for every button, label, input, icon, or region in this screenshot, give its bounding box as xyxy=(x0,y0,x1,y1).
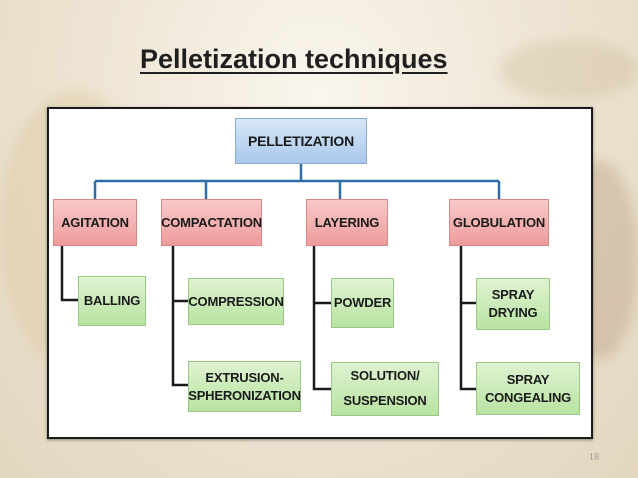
node-spray-congealing: SPRAY CONGEALING xyxy=(476,362,580,415)
connector xyxy=(60,246,78,302)
node-agitation: AGITATION xyxy=(53,199,137,246)
node-extrusion-spheronization: EXTRUSION- SPHERONIZATION xyxy=(188,361,301,412)
connector xyxy=(312,246,331,391)
connector xyxy=(459,246,476,391)
node-spray-drying: SPRAY DRYING xyxy=(476,278,550,330)
node-layering: LAYERING xyxy=(306,199,388,246)
node-compactation: COMPACTATION xyxy=(161,199,262,246)
connector xyxy=(171,246,188,387)
node-powder: POWDER xyxy=(331,278,394,328)
node-compression: COMPRESSION xyxy=(188,278,284,325)
node-pelletization: PELLETIZATION xyxy=(235,118,367,164)
background-decoration xyxy=(500,40,638,100)
page-number: 18 xyxy=(589,452,599,463)
node-globulation: GLOBULATION xyxy=(449,199,549,246)
node-balling: BALLING xyxy=(78,276,146,326)
slide-title: Pelletization techniques xyxy=(140,44,448,74)
node-solution-suspension: SOLUTION/ SUSPENSION xyxy=(331,362,439,416)
